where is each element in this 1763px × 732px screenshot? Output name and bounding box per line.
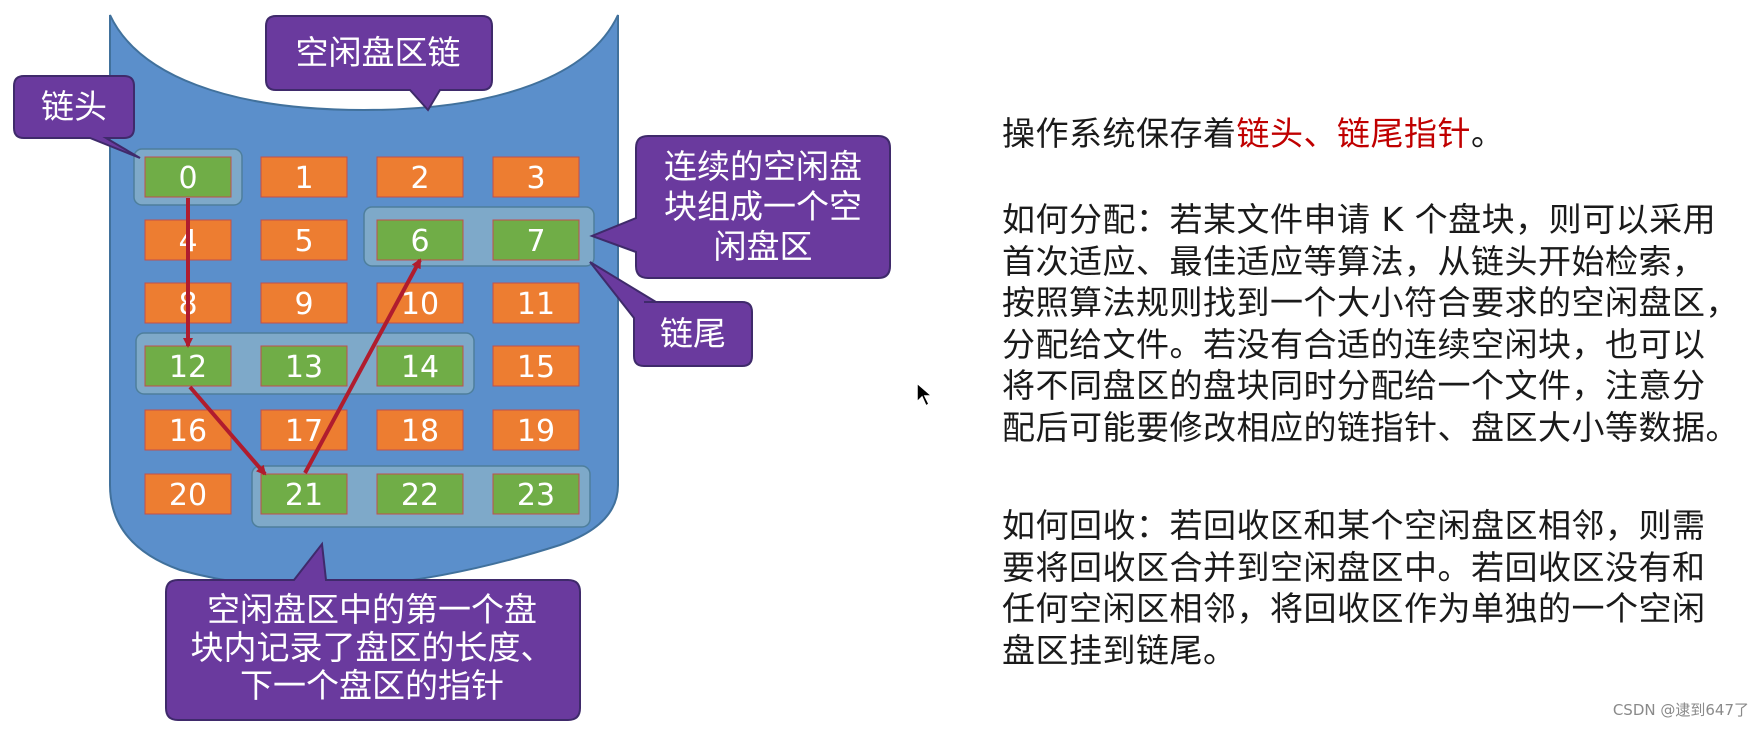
block-number: 22 [401, 478, 439, 513]
block-number: 21 [285, 478, 323, 513]
alloc-line: 将不同盘区的盘块同时分配给一个文件，注意分 [1002, 366, 1706, 405]
alloc-line: 首次适应、最佳适应等算法，从链头开始检索， [1002, 241, 1706, 281]
disk-block [376, 345, 464, 387]
block-number: 10 [401, 287, 439, 322]
chain-tail-callout [589, 261, 753, 367]
disk-block [376, 156, 464, 198]
block-number: 18 [401, 414, 439, 449]
disk-block [376, 473, 464, 515]
chain-pointer-arrow [303, 258, 422, 474]
block-number: 14 [401, 350, 439, 385]
intro-highlight: 链头、链尾指针 [1236, 114, 1471, 153]
block-number: 11 [517, 287, 555, 322]
disk-block [492, 409, 580, 451]
disk-block [492, 282, 580, 324]
disk-block [376, 409, 464, 451]
alloc-line: 配后可能要修改相应的链指针、盘区大小等数据。 [1002, 407, 1739, 447]
block-number: 13 [285, 350, 323, 385]
block-number: 20 [169, 478, 207, 513]
first-block-callout-label: 空闲盘区中的第一个盘 [207, 590, 537, 629]
block-number: 12 [169, 350, 207, 385]
mouse-cursor-icon [916, 382, 934, 408]
block-number: 0 [178, 161, 197, 196]
block-number: 23 [517, 478, 555, 513]
extent-callout-label: 块组成一个空 [664, 187, 862, 226]
block-number: 9 [294, 287, 313, 322]
block-number: 19 [517, 414, 555, 449]
watermark: CSDN @逮到647了 [1612, 701, 1749, 719]
block-number: 7 [526, 224, 545, 259]
first-block-callout-label: 块内记录了盘区的长度、 [191, 628, 554, 667]
first-block-callout [165, 541, 581, 721]
block-number: 3 [526, 161, 545, 196]
alloc-line: 按照算法规则找到一个大小符合要求的空闲盘区， [1002, 283, 1739, 322]
disk-block [260, 282, 348, 324]
recycle-line: 如何回收：若回收区和某个空闲盘区相邻，则需 [1002, 506, 1706, 545]
alloc-line: 如何分配：若某文件申请 K 个盘块，则可以采用 [1002, 200, 1717, 239]
disk-block [260, 473, 348, 515]
disk-block [492, 473, 580, 515]
chain-pointer-arrow [188, 385, 267, 476]
disk-block [144, 345, 232, 387]
first-block-callout-label: 下一个盘区的指针 [240, 666, 504, 705]
block-number: 17 [285, 414, 323, 449]
alloc-line: 分配给文件。若没有合适的连续空闲块，也可以 [1002, 324, 1706, 364]
intro-line: 操作系统保存着链头、链尾指针。 [1002, 114, 1505, 153]
block-number: 15 [517, 350, 555, 385]
chain-head-callout [13, 75, 141, 159]
extent-callout [589, 135, 891, 279]
disk-block [144, 409, 232, 451]
disk-block [144, 473, 232, 515]
block-number: 6 [410, 224, 429, 259]
title-callout-label: 空闲盘区链 [296, 33, 461, 72]
recycle-line: 盘区挂到链尾。 [1002, 630, 1237, 670]
disk-block [260, 409, 348, 451]
recycle-line: 要将回收区合并到空闲盘区中。若回收区没有和 [1002, 547, 1706, 587]
disk-block [492, 345, 580, 387]
allocation-paragraph: 如何分配：若某文件申请 K 个盘块，则可以采用 首次适应、最佳适应等算法，从链头… [1002, 199, 1739, 448]
block-number: 16 [169, 414, 207, 449]
disk-block [260, 219, 348, 261]
block-number: 5 [294, 224, 313, 259]
chain-head-label: 链头 [41, 87, 107, 126]
block-number: 1 [294, 161, 313, 196]
recycle-line: 任何空闲区相邻，将回收区作为单独的一个空闲 [1002, 589, 1706, 628]
description-text: 操作系统保存着链头、链尾指针。 [1002, 113, 1505, 155]
disk-block [492, 219, 580, 261]
extent-callout-label: 连续的空闲盘 [664, 147, 862, 186]
block-number: 2 [410, 161, 429, 196]
title-callout [265, 15, 493, 112]
extent-callout-label: 闲盘区 [714, 227, 813, 266]
disk-block [376, 219, 464, 261]
recycle-paragraph: 如何回收：若回收区和某个空闲盘区相邻，则需 要将回收区合并到空闲盘区中。若回收区… [1002, 505, 1706, 671]
disk-block [144, 156, 232, 198]
disk-block [260, 156, 348, 198]
chain-tail-label: 链尾 [660, 314, 726, 353]
disk-block [260, 345, 348, 387]
disk-block [492, 156, 580, 198]
